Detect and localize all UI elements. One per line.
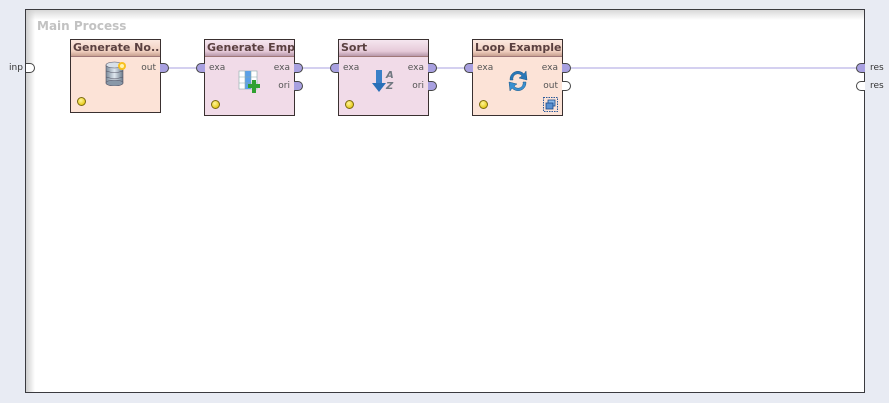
sort-in-port[interactable]	[330, 63, 339, 73]
port-label-exa-in: exa	[477, 63, 494, 73]
loop-exa-port[interactable]	[562, 63, 571, 73]
process-output-label-2: res	[870, 81, 884, 91]
operator-title: Sort	[339, 40, 428, 57]
operator-generate-nominal[interactable]: Generate No... out	[70, 39, 161, 113]
sort-exa-port[interactable]	[428, 63, 437, 73]
port-label-out: out	[141, 63, 156, 73]
status-indicator	[77, 97, 86, 106]
sort-az-icon: A Z	[372, 70, 394, 92]
svg-text:A: A	[385, 70, 394, 81]
process-input-label: inp	[9, 63, 23, 73]
generate-empty-in-port[interactable]	[196, 63, 205, 73]
loop-icon	[508, 70, 528, 92]
process-output-label-1: res	[870, 63, 884, 73]
subprocess-icon[interactable]	[543, 97, 558, 112]
status-indicator	[345, 100, 354, 109]
port-label-ori-out: ori	[278, 81, 290, 91]
port-label-exa-in: exa	[343, 63, 360, 73]
svg-text:Z: Z	[385, 81, 394, 92]
generate-empty-exa-port[interactable]	[294, 63, 303, 73]
process-input-port[interactable]	[26, 63, 35, 73]
status-indicator	[211, 100, 220, 109]
database-icon	[105, 61, 126, 86]
operator-title: Generate No...	[71, 40, 160, 57]
loop-out-port[interactable]	[562, 81, 571, 91]
operator-sort[interactable]: Sort A Z exa exa ori	[338, 39, 429, 116]
process-canvas[interactable]: Main Process	[25, 9, 865, 393]
port-label-ori-out: ori	[412, 81, 424, 91]
process-title: Main Process	[37, 19, 127, 33]
process-output-port-2[interactable]	[856, 81, 865, 91]
status-indicator	[479, 100, 488, 109]
loop-in-port[interactable]	[464, 63, 473, 73]
port-label-exa-out: exa	[407, 63, 424, 73]
operator-generate-empty[interactable]: Generate Emp... exa exa ori	[204, 39, 295, 116]
operator-title: Generate Emp...	[205, 40, 294, 57]
port-label-exa-in: exa	[209, 63, 226, 73]
port-label-exa-out: exa	[541, 63, 558, 73]
operator-title: Loop Examples	[473, 40, 562, 57]
operator-loop-examples[interactable]: Loop Examples exa exa out	[472, 39, 563, 116]
process-output-port-1[interactable]	[856, 63, 865, 73]
table-add-icon	[238, 70, 260, 93]
generate-empty-ori-port[interactable]	[294, 81, 303, 91]
sort-ori-port[interactable]	[428, 81, 437, 91]
port-label-exa-out: exa	[273, 63, 290, 73]
generate-nominal-out-port[interactable]	[160, 63, 169, 73]
port-label-out: out	[543, 81, 558, 91]
